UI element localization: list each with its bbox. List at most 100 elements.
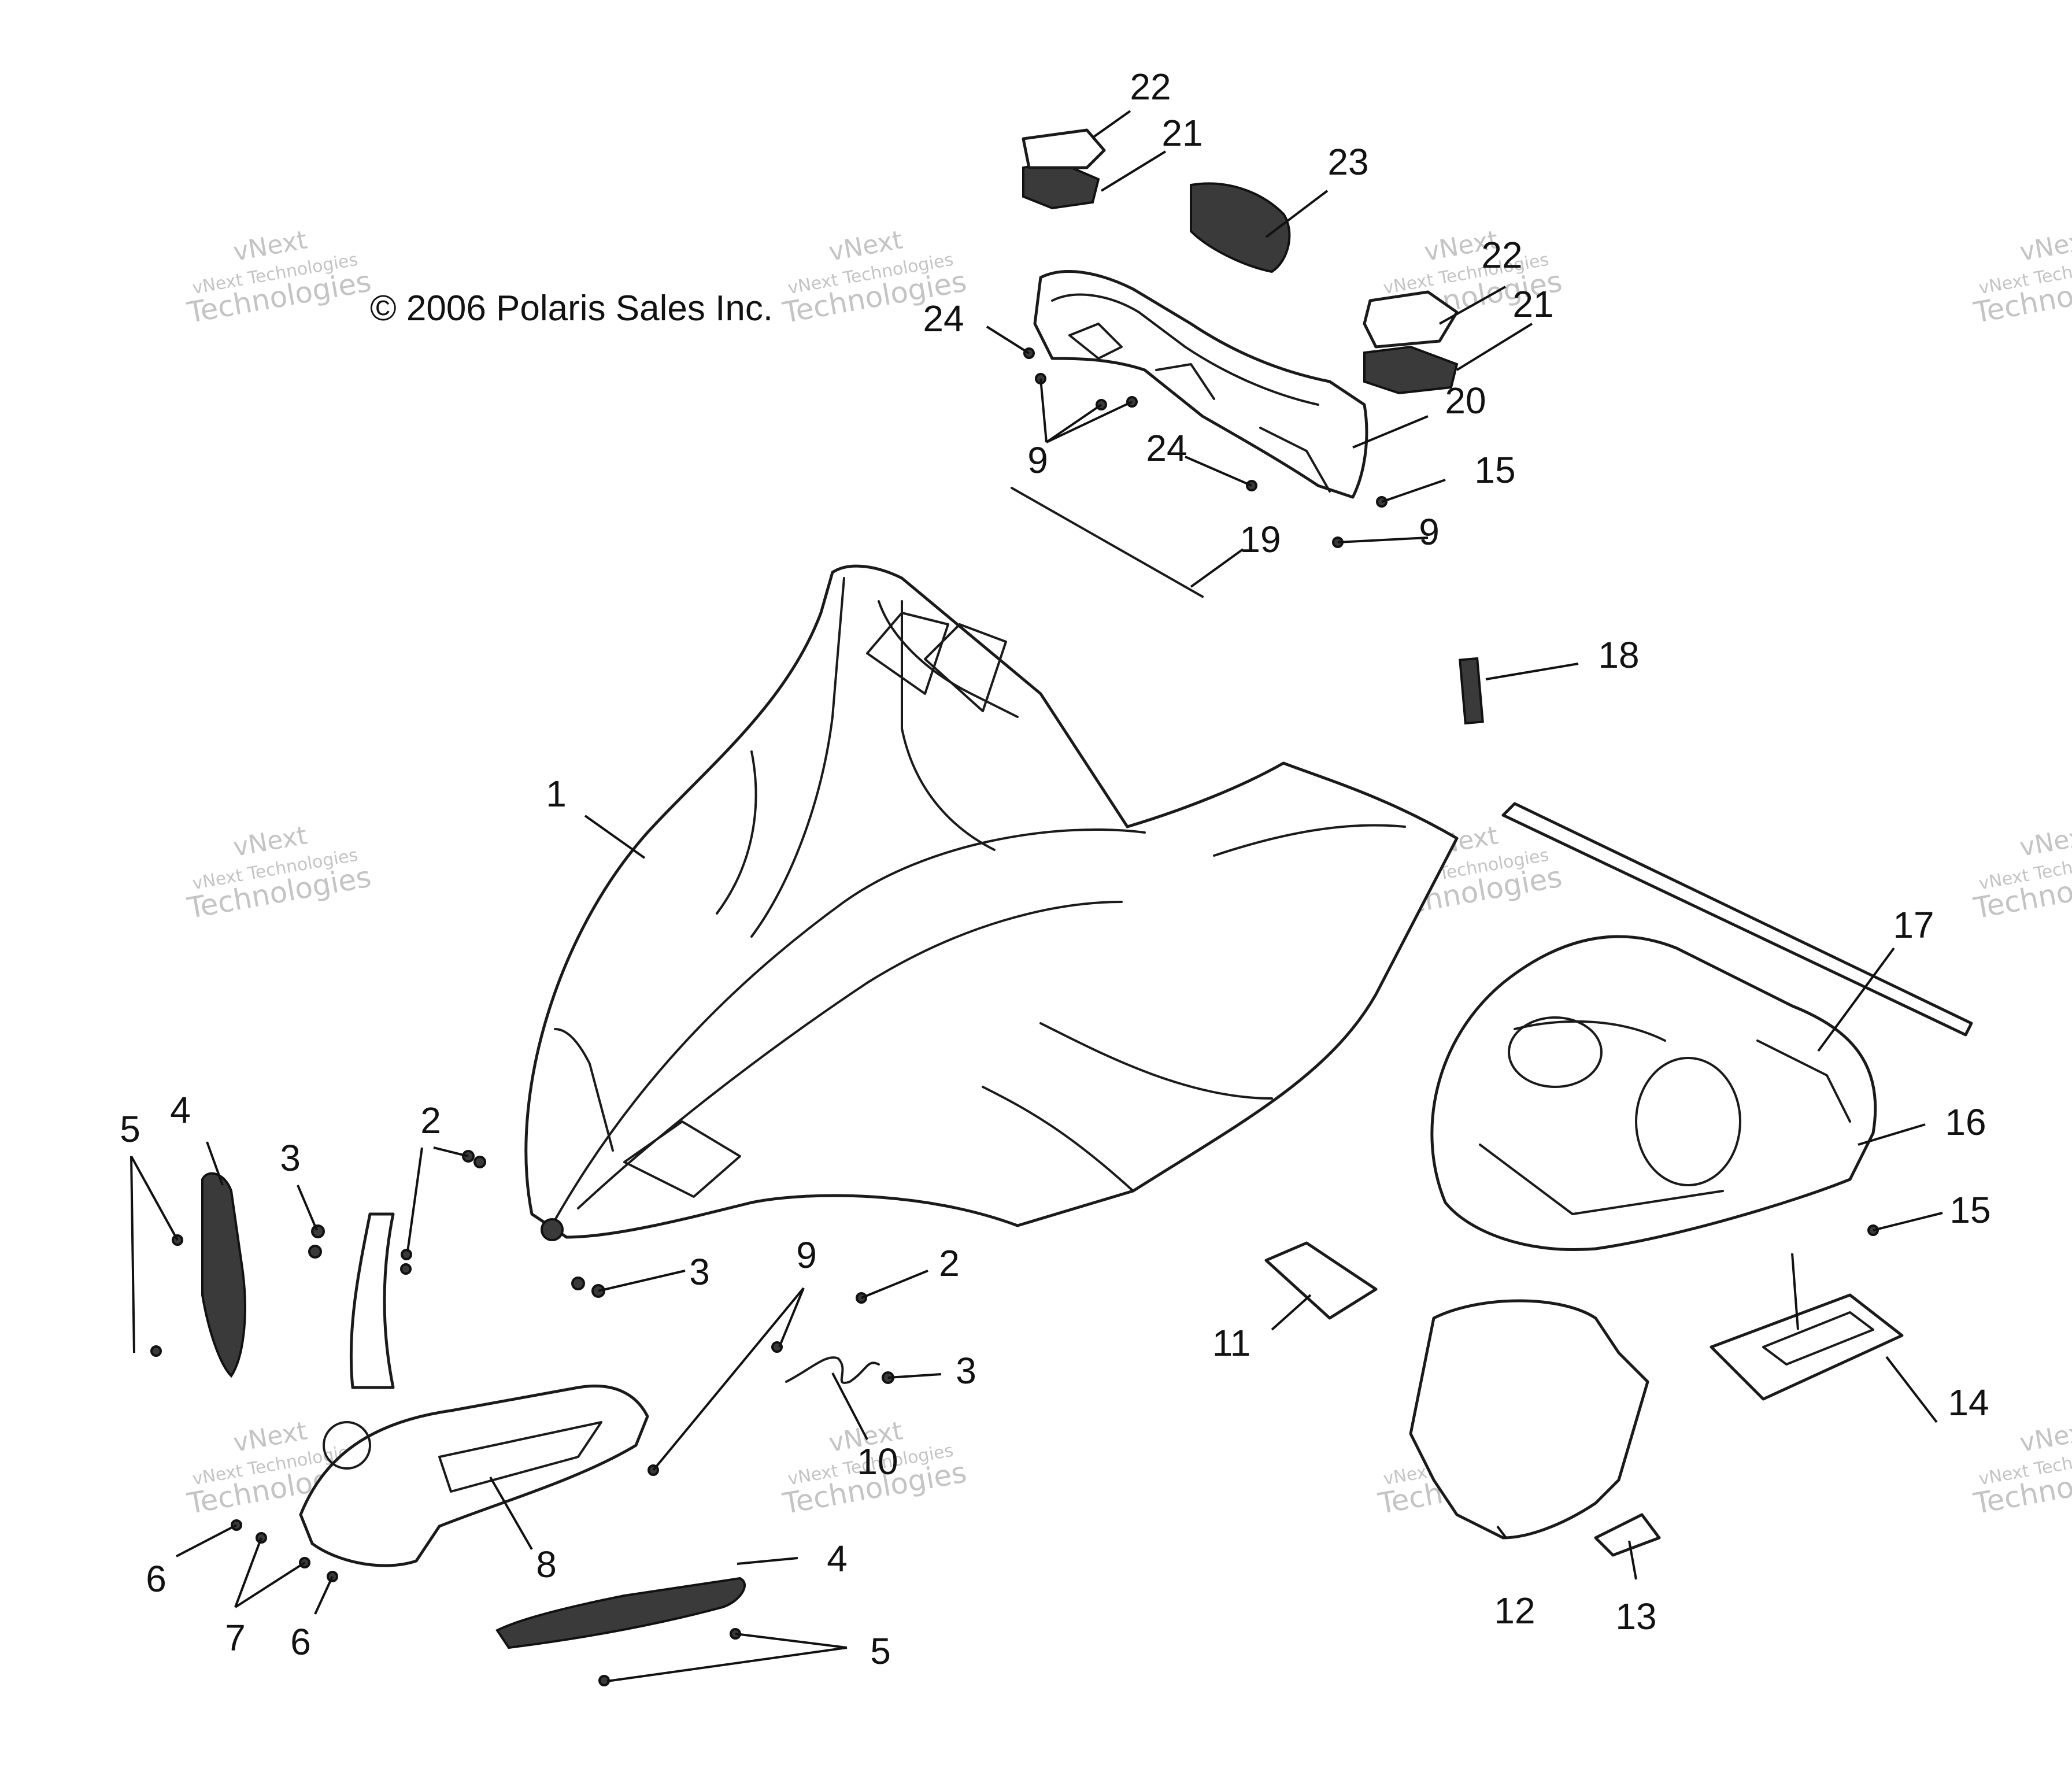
wiring-part-10 bbox=[785, 1356, 880, 1384]
nut-icon bbox=[311, 1224, 325, 1238]
watermark: vNext vNext Technologies Technologies bbox=[780, 225, 969, 330]
leader-line bbox=[297, 1185, 318, 1231]
nut-icon bbox=[571, 1276, 585, 1290]
grille-part-4-left bbox=[201, 1172, 246, 1378]
callout-10: 10 bbox=[857, 1441, 898, 1482]
screw-icon bbox=[473, 1156, 486, 1168]
leader-line bbox=[737, 1557, 798, 1565]
callout-19: 19 bbox=[1240, 519, 1281, 560]
gauge-part-23 bbox=[1190, 182, 1291, 273]
panel-part-12 bbox=[1409, 1299, 1649, 1540]
callout-24: 24 bbox=[1146, 427, 1187, 469]
copyright-notice: © 2006 Polaris Sales Inc. bbox=[370, 288, 774, 328]
callout-3: 3 bbox=[689, 1251, 710, 1293]
leader-lines bbox=[130, 110, 1943, 1682]
callout-2: 2 bbox=[420, 1100, 441, 1141]
callout-23: 23 bbox=[1327, 141, 1368, 183]
leader-line bbox=[778, 1287, 805, 1348]
leader-line bbox=[598, 1270, 686, 1292]
leader-line bbox=[130, 1156, 135, 1353]
fasteners bbox=[150, 347, 1879, 1686]
tray-part-14 bbox=[1710, 1293, 1904, 1401]
watermark: vNext vNext Technologies Technologies bbox=[1971, 225, 2072, 330]
callout-12: 12 bbox=[1494, 1590, 1535, 1631]
strip-part-17 bbox=[1501, 802, 1973, 1037]
callout-18: 18 bbox=[1598, 634, 1639, 676]
callout-16: 16 bbox=[1945, 1101, 1986, 1143]
leader-line bbox=[1337, 536, 1429, 543]
callout-17: 17 bbox=[1893, 904, 1934, 946]
watermark: vNext vNext Technologies Technologies bbox=[1971, 820, 2072, 925]
leader-line bbox=[584, 815, 646, 859]
leader-line bbox=[1791, 1253, 1799, 1330]
leader-line bbox=[406, 1147, 423, 1252]
leader-line bbox=[1439, 286, 1506, 325]
leader-line bbox=[887, 1373, 942, 1379]
leader-line bbox=[1046, 401, 1133, 443]
leader-line bbox=[735, 1633, 848, 1649]
leader-line bbox=[1817, 947, 1895, 1052]
callout-4: 4 bbox=[827, 1538, 848, 1579]
callout-13: 13 bbox=[1615, 1596, 1656, 1637]
leader-line bbox=[433, 1146, 469, 1157]
screw-icon bbox=[150, 1345, 162, 1357]
leader-line bbox=[206, 1141, 224, 1186]
leader-line bbox=[234, 1562, 306, 1608]
leader-line bbox=[1039, 378, 1048, 443]
leader-line bbox=[176, 1524, 237, 1557]
watermark: vNext vNext Technologies Technologies bbox=[184, 225, 373, 330]
leader-line bbox=[1496, 1525, 1507, 1539]
dash-panel-part bbox=[1033, 270, 1368, 499]
callout-24: 24 bbox=[923, 298, 964, 339]
callout-22: 22 bbox=[1481, 234, 1522, 276]
leader-line bbox=[1873, 1212, 1943, 1231]
callout-7: 7 bbox=[225, 1617, 246, 1659]
watermark: vNext vNext Technologies Technologies bbox=[184, 820, 373, 925]
callout-20: 20 bbox=[1445, 380, 1486, 421]
callout-21: 21 bbox=[1512, 283, 1553, 325]
clip-part-18 bbox=[1459, 657, 1484, 725]
callout-2: 2 bbox=[939, 1242, 960, 1284]
nut-icon bbox=[308, 1245, 322, 1259]
leader-line bbox=[861, 1270, 928, 1299]
cover-part-22 bbox=[1022, 128, 1106, 169]
leader-line bbox=[314, 1576, 334, 1615]
screw-icon bbox=[401, 1249, 412, 1260]
leader-line bbox=[1352, 415, 1429, 449]
leader-line bbox=[234, 1537, 262, 1608]
callout-9: 9 bbox=[1419, 511, 1440, 553]
leader-line bbox=[1485, 663, 1579, 680]
callout-5: 5 bbox=[120, 1108, 140, 1150]
watermark-line1: vNext bbox=[2018, 820, 2072, 863]
leader-line bbox=[606, 1646, 848, 1682]
callout-15: 15 bbox=[1949, 1189, 1990, 1231]
cover-part-22-right bbox=[1363, 290, 1459, 349]
callout-6: 6 bbox=[290, 1621, 311, 1663]
callout-3: 3 bbox=[280, 1137, 301, 1179]
callout-14: 14 bbox=[1948, 1382, 1989, 1423]
callout-9: 9 bbox=[1027, 439, 1048, 481]
grille-part-4-bottom bbox=[495, 1577, 746, 1649]
screw-icon bbox=[400, 1263, 412, 1275]
leader-line bbox=[1265, 190, 1329, 238]
hood-emblem-icon bbox=[541, 1218, 564, 1241]
watermark-line1: vNext bbox=[2018, 225, 2072, 267]
lower-nose-part-8 bbox=[299, 1212, 649, 1567]
rod-part-19 bbox=[1011, 487, 1204, 598]
leader-line bbox=[1045, 404, 1102, 443]
callout-15: 15 bbox=[1474, 449, 1515, 491]
airbox-part-16 bbox=[1430, 935, 1877, 1252]
leader-line bbox=[652, 1287, 805, 1471]
leader-line bbox=[1271, 1294, 1312, 1331]
leader-line bbox=[1092, 110, 1131, 139]
leader-line bbox=[130, 1156, 179, 1241]
callout-4: 4 bbox=[170, 1089, 191, 1131]
watermark-line1: vNext bbox=[2018, 1416, 2072, 1458]
callout-9: 9 bbox=[796, 1234, 817, 1276]
bracket-part-21-right bbox=[1363, 345, 1459, 395]
pad-part-13 bbox=[1594, 1513, 1661, 1557]
callout-numbers: 1 2 2 3 3 3 4 4 5 5 6 6 7 8 9 9 9 10 11 … bbox=[120, 66, 1990, 1672]
hood-part bbox=[524, 564, 1459, 1241]
leader-line bbox=[831, 1372, 868, 1440]
